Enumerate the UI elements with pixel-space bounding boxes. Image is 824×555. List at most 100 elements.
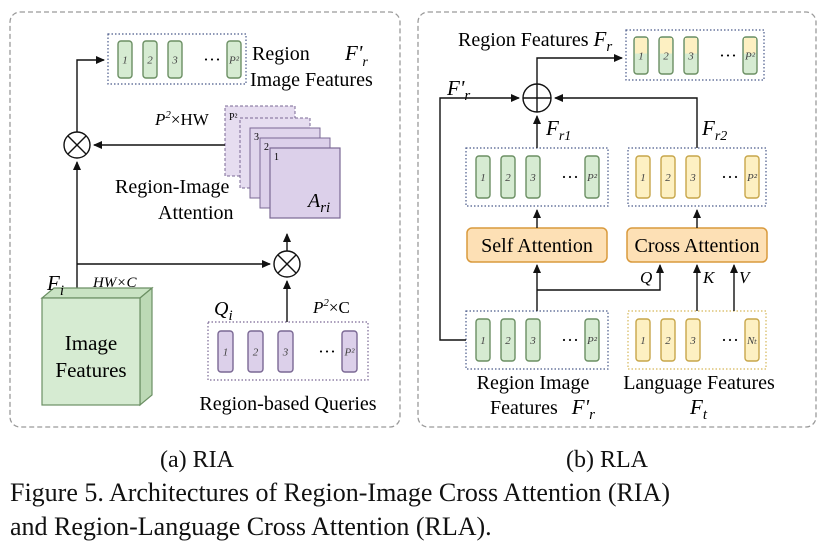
rla-cross-output-tokens: 1 2 3 ··· P²	[635, 155, 760, 199]
ria-multiply-node-top	[63, 131, 91, 159]
token-label: Nₜ	[746, 335, 757, 347]
attn-map-label-1: 1	[274, 152, 279, 163]
token-label: 2	[505, 172, 511, 184]
attn-dim-label: P2×HW	[154, 109, 210, 129]
token-box	[584, 318, 600, 362]
token-box	[660, 318, 676, 362]
ellipsis: ···	[318, 342, 336, 362]
image-box-line1: Image	[65, 331, 117, 355]
token-label: 3	[689, 172, 696, 184]
query-title: Region-based Queries	[199, 393, 376, 415]
rla-q-label: Q	[640, 268, 652, 287]
ria-region-feature-tokens: 1 2 3 ··· P²	[117, 40, 242, 79]
token-label: P²	[228, 55, 240, 67]
rla-add-node	[522, 83, 552, 113]
token-label: 1	[122, 55, 128, 67]
rla-v-label: V	[739, 268, 752, 287]
ellipsis: ···	[721, 330, 739, 350]
token-label: 2	[665, 172, 671, 184]
rla-panel	[417, 11, 817, 428]
token-label: 2	[505, 335, 511, 347]
rla-out-group	[625, 29, 765, 81]
image-box-line2: Features	[55, 358, 126, 382]
token-box	[167, 40, 183, 79]
token-label: P²	[746, 172, 758, 184]
attn-title-line1: Region-Image	[115, 176, 230, 198]
token-label: 3	[171, 55, 178, 67]
token-label: 2	[147, 55, 153, 67]
ellipsis: ···	[203, 50, 221, 70]
query-tokens-group	[207, 321, 369, 381]
token-box-top	[744, 38, 756, 54]
rla-skip-symbol: F'r	[446, 76, 470, 104]
ria-multiply-node-bottom	[273, 250, 301, 278]
rla-lang-symbol: Ft	[689, 395, 708, 423]
self-attention-label: Self Attention	[481, 235, 593, 257]
figure-caption-line1: Figure 5. Architectures of Region-Image …	[10, 478, 670, 507]
token-label: 2	[665, 335, 671, 347]
token-box	[500, 318, 516, 362]
token-label: 3	[282, 347, 289, 359]
token-label: 1	[480, 335, 486, 347]
caption-a: (a) RIA	[160, 447, 234, 473]
token-box	[247, 330, 264, 373]
token-label: 1	[480, 172, 486, 184]
token-box	[277, 330, 294, 373]
token-box	[475, 318, 491, 362]
token-box	[525, 155, 541, 199]
cross-attention-label: Cross Attention	[634, 235, 759, 257]
token-label: 1	[223, 347, 229, 359]
token-box	[744, 318, 760, 362]
token-box	[142, 40, 158, 79]
token-box	[475, 155, 491, 199]
query-symbol: Qi	[214, 298, 233, 324]
token-box	[117, 40, 133, 79]
token-label: 3	[689, 335, 696, 347]
image-features-cube: Image Features	[40, 286, 154, 407]
token-box	[341, 330, 358, 373]
attn-map-label-p2: P²	[229, 112, 238, 123]
caption-b: (b) RLA	[566, 447, 648, 473]
rla-arrows	[439, 54, 738, 341]
attn-map-label-3: 3	[254, 132, 259, 143]
architecture-diagram: 1 2 3 ··· P² Region F'r Image Features P² 3 …	[9, 11, 817, 428]
token-box	[635, 155, 651, 199]
image-dim-label: HW×C	[92, 275, 137, 291]
rla-fr1-label: Fr1	[545, 116, 571, 144]
attention-map-stack: P² 3 2 1 Ari	[224, 105, 341, 219]
token-label: 3	[529, 335, 536, 347]
ria-region-features-title: Region	[252, 43, 310, 65]
ria-region-features-title2: Image Features	[250, 69, 373, 91]
ria-region-features-symbol: F'r	[344, 41, 368, 70]
rla-out-title: Region Features Fr	[458, 27, 612, 55]
token-box	[635, 318, 651, 362]
token-box-top	[635, 38, 647, 54]
attn-symbol: Ari	[306, 190, 330, 216]
token-box-top	[660, 38, 672, 54]
ria-diagram: 1 2 3 ··· P² Region F'r Image Features P² 3 …	[40, 33, 377, 415]
token-box	[525, 318, 541, 362]
token-box	[685, 155, 701, 199]
token-label: P²	[343, 347, 355, 359]
token-label: P²	[586, 172, 598, 184]
attn-title-line2: Attention	[158, 202, 234, 224]
rla-lang-title: Language Features	[623, 372, 775, 394]
ellipsis: ···	[721, 167, 739, 187]
query-dim-label: P2×C	[312, 297, 350, 317]
ria-panel	[9, 11, 401, 428]
ria-region-features-group	[107, 33, 247, 85]
token-label: P²	[586, 335, 598, 347]
ellipsis: ···	[561, 167, 579, 187]
token-label: 1	[640, 172, 646, 184]
token-box	[744, 155, 760, 199]
token-label: 3	[687, 51, 694, 63]
figure-caption-line2: and Region-Language Cross Attention (RLA…	[10, 512, 492, 541]
rla-fr2-label: Fr2	[701, 116, 727, 144]
image-features-symbol: Fi	[46, 271, 64, 299]
token-box-top	[685, 38, 697, 54]
